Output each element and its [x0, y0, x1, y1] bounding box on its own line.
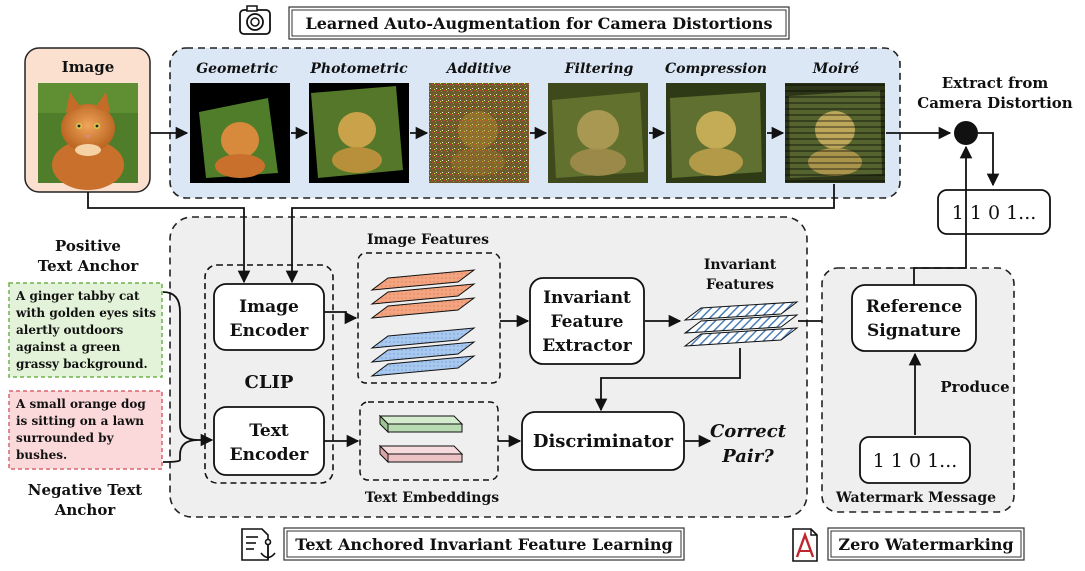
extracted-bits: 1 1 0 1...: [952, 202, 1037, 224]
extractor-label-1: Invariant: [543, 288, 631, 308]
correct-pair-line2: Pair?: [721, 446, 774, 467]
aug-image-photometric: [309, 83, 409, 183]
discriminator-box: Discriminator: [521, 411, 685, 471]
correct-pair-line1: Correct: [710, 421, 787, 442]
zero-watermarking-title: Zero Watermarking: [838, 535, 1013, 554]
image-encoder-box: Image Encoder: [213, 283, 325, 351]
invariant-feature-stack: [683, 301, 799, 347]
feature-learning-title-box: Text Anchored Invariant Feature Learning: [283, 527, 685, 561]
discriminator-label: Discriminator: [533, 431, 674, 452]
watermark-document-icon: [792, 528, 818, 562]
image-feature-stack-blue: [370, 327, 476, 377]
extract-output-arrow: [978, 132, 1000, 187]
positive-anchor-label-1: Positive: [55, 237, 121, 255]
reference-signature-label-2: Signature: [867, 321, 961, 341]
extract-node: [954, 121, 978, 145]
positive-text-anchor: A ginger tabby cat with golden eyes sits…: [8, 282, 163, 378]
extract-label-line2: Camera Distortion: [917, 94, 1073, 112]
aug-label-photometric: Photometric: [309, 61, 408, 77]
invariant-features-label-2: Features: [706, 277, 774, 293]
cat-image: [38, 83, 138, 190]
extract-label-line1: Extract from: [942, 74, 1049, 92]
positive-text-line-1: A ginger tabby cat: [15, 289, 140, 303]
extracted-bits-box: 1 1 0 1...: [937, 189, 1051, 235]
negative-text-line-2: is sitting on a lawn: [16, 414, 144, 428]
feature-learning-flow-arrows: [87, 184, 850, 448]
aug-image-filtering: [548, 83, 648, 183]
positive-text-line-4: against a green: [16, 340, 121, 354]
negative-text-line-3: surrounded by: [16, 431, 115, 445]
watermark-bits-box: 1 1 0 1...: [859, 436, 971, 484]
aug-image-additive: [429, 83, 529, 183]
reference-signature-box: Reference Signature: [851, 284, 977, 352]
aug-label-moire: Moiré: [812, 61, 860, 77]
negative-text-line-4: bushes.: [16, 448, 67, 462]
augmentation-labels: Geometric Photometric Additive Filtering…: [196, 61, 859, 77]
watermark-bits: 1 1 0 1...: [873, 450, 958, 472]
watermark-message-label: Watermark Message: [835, 490, 996, 506]
positive-anchor-label-2: Text Anchor: [38, 257, 140, 275]
negative-text-anchor: A small orange dog is sitting on a lawn …: [8, 390, 163, 470]
text-embeddings-label: Text Embeddings: [365, 490, 499, 506]
positive-text-line-2: with golden eyes sits: [15, 306, 156, 320]
aug-label-additive: Additive: [445, 61, 512, 77]
augmentation-title: Learned Auto-Augmentation for Camera Dis…: [306, 14, 773, 33]
text-embedding-pink: [378, 444, 464, 464]
invariant-features-label-1: Invariant: [704, 257, 777, 273]
produce-label: Produce: [940, 378, 1009, 396]
invariant-feature-extractor-box: Invariant Feature Extractor: [529, 277, 645, 365]
extractor-label-2: Feature: [551, 312, 624, 332]
image-encoder-label-2: Encoder: [230, 321, 310, 341]
aug-image-geometric: [190, 83, 290, 183]
watermark-flow-arrows: [908, 145, 973, 435]
image-feature-stack-orange: [370, 269, 476, 319]
positive-text-line-5: grassy background.: [16, 357, 148, 371]
zero-watermarking-title-box: Zero Watermarking: [827, 527, 1025, 561]
positive-text-line-3: alertly outdoors: [16, 323, 124, 337]
image-features-group: [357, 252, 501, 384]
aug-image-compression: [666, 83, 766, 183]
text-encoder-label-1: Text: [249, 421, 289, 441]
input-image-panel: Image: [24, 47, 151, 193]
aug-image-moire: [785, 83, 885, 183]
feature-learning-title: Text Anchored Invariant Feature Learning: [295, 535, 672, 554]
image-features-label: Image Features: [367, 232, 489, 248]
clip-label: CLIP: [245, 372, 294, 393]
text-encoder-box: Text Encoder: [213, 406, 325, 476]
input-label: Image: [62, 58, 115, 76]
aug-label-compression: Compression: [665, 61, 767, 77]
camera-icon: [239, 5, 271, 35]
image-encoder-label-1: Image: [239, 297, 299, 317]
aug-label-geometric: Geometric: [196, 61, 278, 77]
text-embedding-green: [378, 414, 464, 434]
aug-label-filtering: Filtering: [564, 61, 634, 77]
clip-group: [204, 264, 334, 484]
text-encoder-label-2: Encoder: [230, 445, 310, 465]
reference-signature-label-1: Reference: [866, 297, 963, 317]
extractor-label-3: Extractor: [542, 336, 632, 356]
negative-anchor-label-1: Negative Text: [28, 481, 142, 499]
augmentation-title-box: Learned Auto-Augmentation for Camera Dis…: [288, 6, 790, 40]
document-anchor-icon: [241, 528, 276, 561]
negative-text-line-1: A small orange dog: [15, 397, 146, 411]
negative-anchor-label-2: Anchor: [54, 501, 117, 519]
